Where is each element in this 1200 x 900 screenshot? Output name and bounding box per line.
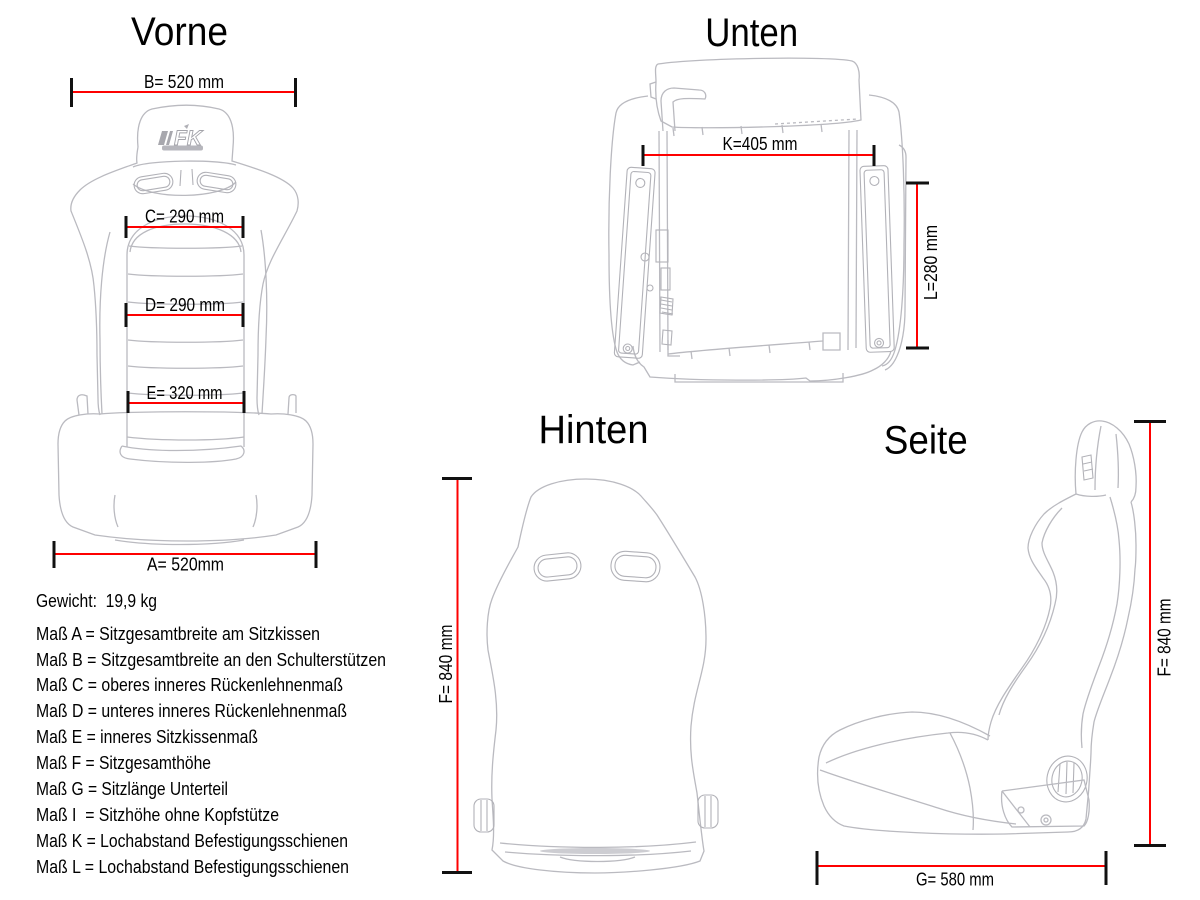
svg-text:Hinten: Hinten [539,408,649,452]
svg-text:Maß F = Sitzgesamthöhe: Maß F = Sitzgesamthöhe [36,752,211,773]
svg-text:Maß K = Lochabstand Befestigun: Maß K = Lochabstand Befestigungsschienen [36,830,348,851]
svg-text:C= 290 mm: C= 290 mm [145,207,224,227]
svg-text:A= 520mm: A= 520mm [147,555,224,575]
svg-text:Maß C = oberes inneres Rückenl: Maß C = oberes inneres Rückenlehnenmaß [36,674,343,695]
svg-text:Maß L = Lochabstand Befestigun: Maß L = Lochabstand Befestigungsschienen [36,856,349,877]
svg-text:FK: FK [174,127,204,150]
svg-text:B= 520 mm: B= 520 mm [144,72,224,92]
svg-text:K=405 mm: K=405 mm [723,134,798,154]
svg-text:Unten: Unten [705,11,798,55]
svg-text:Maß I = Sitzhöhe ohne Kopfstü: Maß I = Sitzhöhe ohne Kopfstütze [36,804,279,825]
svg-text:Maß B = Sitzgesamtbreite an de: Maß B = Sitzgesamtbreite an den Schulter… [36,649,386,670]
svg-text:L=280 mm: L=280 mm [921,225,941,300]
svg-text:Maß A = Sitzgesamtbreite am Si: Maß A = Sitzgesamtbreite am Sitzkissen [36,623,320,644]
svg-text:Maß E = inneres Sitzkissenmaß: Maß E = inneres Sitzkissenmaß [36,726,258,747]
svg-text:Vorne: Vorne [131,10,228,54]
svg-text:E= 320 mm: E= 320 mm [147,383,223,403]
svg-text:Maß G = Sitzlänge Unterteil: Maß G = Sitzlänge Unterteil [36,778,228,799]
svg-text:Gewicht: 19,9 kg: Gewicht: 19,9 kg [36,590,157,611]
svg-text:Maß D = unteres inneres Rücken: Maß D = unteres inneres Rückenlehnenmaß [36,700,347,721]
svg-text:F= 840 mm: F= 840 mm [436,625,456,704]
svg-text:G= 580 mm: G= 580 mm [916,870,994,890]
svg-text:D= 290 mm: D= 290 mm [145,295,225,315]
svg-text:F= 840 mm: F= 840 mm [1155,599,1175,677]
svg-text:Seite: Seite [884,419,968,463]
